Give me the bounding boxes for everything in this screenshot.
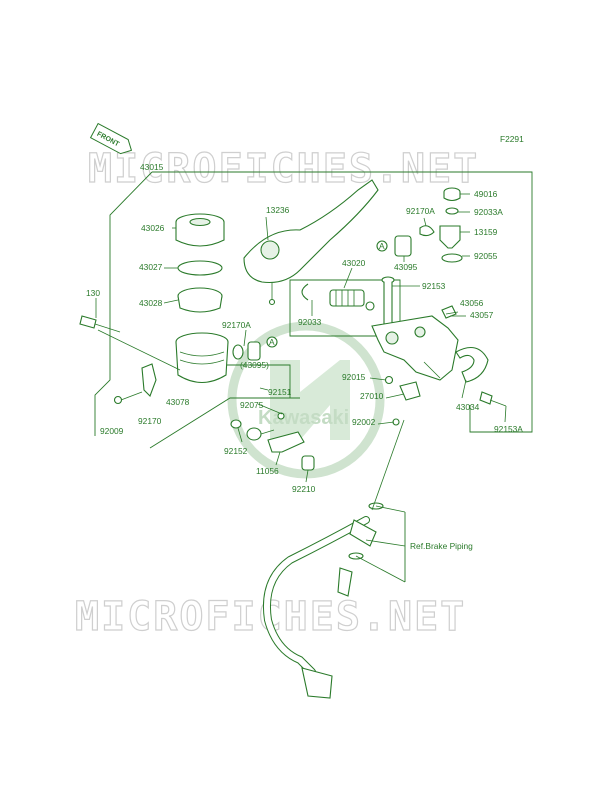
label-92151: 92151: [268, 387, 292, 397]
label-27010: 27010: [360, 391, 384, 401]
clip-92170a-right: [419, 225, 435, 237]
label-92153: 92153: [422, 281, 446, 291]
label-43078: 43078: [166, 397, 190, 407]
screw-92075: [277, 412, 285, 420]
label-92055: 92055: [474, 251, 498, 261]
bolt-92153a: [479, 391, 507, 407]
pivot-bolt: [381, 276, 395, 325]
label-43026: 43026: [141, 223, 165, 233]
kawasaki-stamp-text: Kawasaki: [258, 407, 349, 429]
figure-code: F2291: [500, 134, 524, 144]
label-92015: 92015: [342, 372, 366, 382]
screw-92009: [113, 391, 143, 405]
callout-a-right-text: A: [379, 241, 385, 251]
label-43034: 43034: [456, 402, 480, 412]
o-ring-92055: [441, 253, 463, 263]
callout-a-right: [376, 240, 388, 252]
watermark-top: MICROFICHES.NET: [88, 146, 479, 192]
label-11056: 11056: [256, 466, 279, 476]
label-92170a-right: 92170A: [406, 206, 435, 216]
reservoir-body: [175, 332, 229, 384]
master-cylinder-body: [371, 315, 459, 381]
brake-hose: [263, 502, 384, 699]
ref-brake-piping: Ref.Brake Piping: [410, 541, 473, 551]
piston-kit: [301, 283, 375, 311]
label-43020: 43020: [342, 258, 366, 268]
label-49016: 49016: [474, 189, 498, 199]
bracket-92170: [141, 363, 157, 397]
reservoir-cap: [175, 213, 225, 247]
callout-a-left-text: A: [269, 337, 275, 347]
label-13236: 13236: [266, 205, 290, 215]
leader-lines: [95, 193, 507, 483]
brake-switch: [399, 381, 421, 401]
label-43056: 43056: [460, 298, 484, 308]
leader-ref-piping: [355, 505, 406, 583]
label-92033: 92033: [298, 317, 322, 327]
label-92002: 92002: [352, 417, 376, 427]
hose-43095: [394, 235, 412, 257]
label-43015: 43015: [140, 162, 164, 172]
callout-a-left: [266, 336, 278, 348]
union-bolt-13159: [439, 225, 461, 249]
diaphragm-ring: [177, 260, 223, 276]
assembly-frame: [94, 171, 533, 582]
label-92009: 92009: [100, 426, 124, 436]
label-43027: 43027: [139, 262, 163, 272]
leader-hose: [371, 419, 405, 511]
label-92170: 92170: [138, 416, 162, 426]
bolt-92151: [246, 427, 275, 441]
label-43095: 43095: [394, 262, 418, 272]
leader-130: [97, 329, 181, 371]
washer-92152: [230, 419, 242, 429]
brake-lever: [243, 179, 379, 306]
label-92075: 92075: [240, 400, 264, 410]
label-43028: 43028: [139, 298, 163, 308]
bracket-11056: [267, 431, 305, 453]
front-arrow: FRONT: [89, 122, 133, 155]
label-92033a: 92033A: [474, 207, 503, 217]
label-92210: 92210: [292, 484, 316, 494]
collar-92210: [301, 455, 315, 471]
label-13159: 13159: [474, 227, 498, 237]
cap-49016: [443, 187, 461, 202]
handlebar-clamp: [455, 346, 489, 383]
nut-92015: [384, 375, 394, 385]
bleeder-43056: [441, 305, 457, 319]
circlip-92033a: [445, 207, 459, 215]
label-43057: 43057: [470, 310, 494, 320]
label-92152: 92152: [224, 446, 248, 456]
bolt-130: [79, 315, 121, 333]
label-43095-paren: (43095): [240, 360, 269, 370]
diaphragm: [177, 287, 223, 313]
label-92170a-left: 92170A: [222, 320, 251, 330]
label-92153a: 92153A: [494, 424, 523, 434]
label-130: 130: [86, 288, 100, 298]
hose-clamp-left: [232, 341, 261, 361]
